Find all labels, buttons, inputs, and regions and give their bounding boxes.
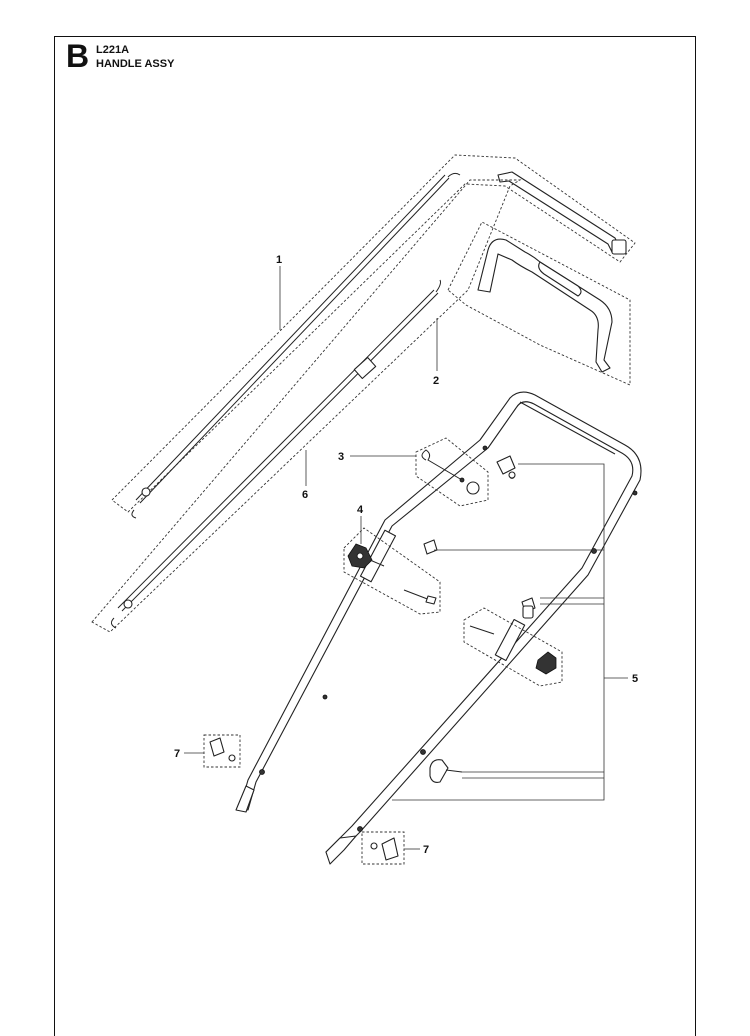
callout-2: 2 [433, 375, 439, 387]
group-outline-2 [447, 221, 631, 386]
page-frame [54, 36, 696, 1036]
knob-stud-left [369, 559, 385, 567]
handle-frame [239, 391, 642, 863]
cable-upper-a [135, 174, 446, 501]
frame-bolt-foot [357, 826, 363, 832]
cable-lower-fitting [123, 599, 133, 609]
callout-1: 1 [276, 254, 282, 266]
group-outline-4 [343, 527, 441, 615]
frame-bolt-lower [420, 749, 426, 755]
bail-grip [538, 261, 582, 297]
clip-nut [466, 481, 480, 495]
model-code: L221A [96, 44, 130, 56]
handle-lower-right-foot [325, 835, 357, 865]
cable-upper-b [139, 177, 450, 504]
cable-top-end [447, 172, 461, 178]
group-outline-7a [203, 734, 241, 768]
clip-washer [459, 477, 465, 483]
part-group-2-bail [447, 221, 631, 386]
spacer-right [522, 605, 534, 619]
callout-6: 6 [302, 489, 308, 501]
cable-clip-screw [508, 471, 516, 479]
handle-lower-left-foot [235, 785, 255, 813]
knob-center-left [356, 552, 364, 560]
handle-frame-inner-edge [519, 401, 616, 455]
cable-clip [496, 455, 516, 475]
cable-lower-top-end [435, 279, 441, 293]
cable-end-fitting [141, 487, 151, 497]
frame-hole-right [632, 490, 638, 496]
part-group-knob-right [463, 605, 563, 687]
group-outline-7b [361, 831, 405, 865]
part-group-7-clip-right [361, 831, 405, 865]
frame-spacer-upper [423, 539, 438, 555]
callout-3: 3 [338, 451, 344, 463]
knob-star-right [535, 651, 557, 675]
cable-guide-screw [445, 769, 463, 773]
leader-5-main [392, 463, 605, 801]
group-outline-1 [111, 154, 636, 513]
frame-hole-top [482, 445, 488, 451]
callout-4: 4 [357, 504, 364, 516]
bolt-left [403, 589, 431, 601]
handle-lower-tube-joint [359, 529, 397, 583]
cable-adjuster-block [353, 356, 377, 380]
cable-lower-a [117, 289, 435, 609]
part-group-6-cable [91, 179, 522, 633]
frame-bolt-right [591, 548, 597, 554]
frame-hole-left [322, 694, 328, 700]
assembly-title: HANDLE ASSY [96, 58, 175, 70]
group-outline-6 [91, 179, 522, 633]
clip-7b-washer [370, 842, 378, 850]
group-outline-knob-right [463, 607, 563, 687]
clip-7b [381, 837, 399, 861]
frame-bolt-left [259, 769, 265, 775]
part-group-3-clip [415, 437, 489, 507]
part-group-7-clip-left [203, 734, 241, 768]
callout-5: 5 [632, 673, 638, 685]
callout-7-left: 7 [174, 748, 180, 760]
cable-lower-b [121, 292, 439, 612]
section-letter: B [66, 38, 90, 74]
group-outline-3 [415, 437, 489, 507]
cable-lower-hook [110, 617, 117, 629]
cable-guide-lower [429, 759, 449, 783]
cable-end-hook [131, 509, 137, 519]
part-group-4-knob-left [343, 527, 441, 615]
handle-right-tube-joint [494, 618, 526, 662]
operator-bail [477, 238, 613, 373]
clip-7a-washer [228, 754, 236, 762]
part-group-1-cables [111, 154, 636, 519]
bolt-right [469, 625, 495, 635]
bolt-head-left [425, 595, 437, 605]
callout-7-right: 7 [423, 844, 429, 856]
clip-7a [209, 737, 225, 757]
clip-wire [421, 449, 463, 481]
part-group-5-handle-frame [235, 391, 642, 865]
control-rod-clip [611, 239, 627, 255]
leader-lines [184, 266, 628, 850]
